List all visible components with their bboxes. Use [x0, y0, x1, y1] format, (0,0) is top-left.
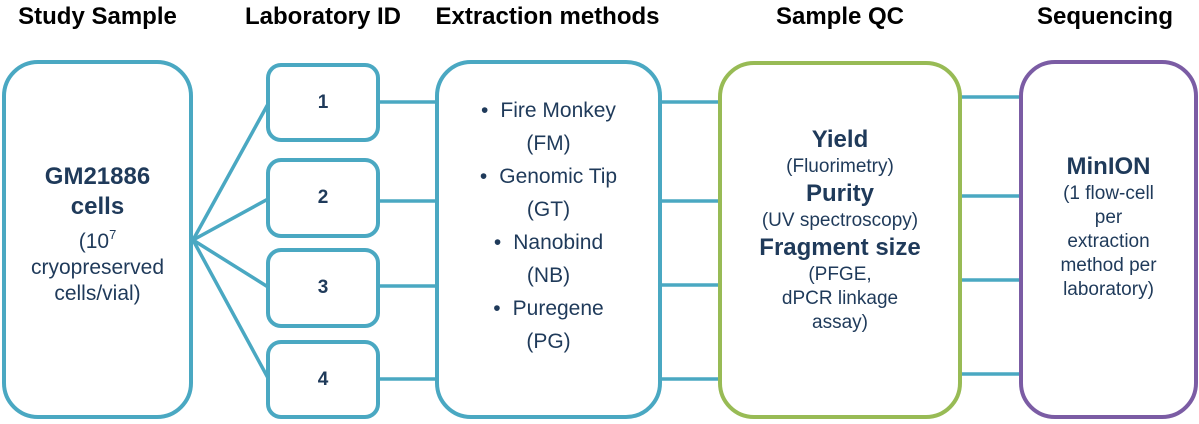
qc-method-fragment-line2: dPCR linkage [781, 288, 899, 309]
extraction-methods-box: •Fire Monkey (FM) •Genomic Tip (GT) •Nan… [435, 60, 662, 419]
qc-method-fragment-line1: (PFGE, [808, 264, 872, 285]
sequencing-platform: MinION [1066, 153, 1151, 180]
laboratory-box-1: 1 [266, 63, 380, 142]
study-sample-name: GM21886 [44, 163, 151, 190]
fan-line-2 [191, 197, 270, 242]
extraction-method-abbr: (FM) [526, 131, 571, 155]
qc-method-yield: (Fluorimetry) [786, 156, 894, 177]
header-laboratory-id: Laboratory ID [244, 3, 402, 30]
sequencing-detail-line2: per [1094, 207, 1123, 228]
extraction-method-abbr: (PG) [526, 329, 571, 353]
extraction-methods-list: •Fire Monkey (FM) •Genomic Tip (GT) •Nan… [480, 94, 617, 358]
qc-method-purity: (UV spectroscopy) [761, 210, 919, 231]
laboratory-box-3: 3 [266, 248, 380, 328]
bullet-icon: • [479, 164, 488, 188]
laboratory-box-2: 2 [266, 158, 380, 238]
extraction-method-abbr: (GT) [526, 197, 571, 221]
sequencing-box: MinION (1 flow-cell per extraction metho… [1019, 60, 1198, 419]
sample-qc-box: Yield (Fluorimetry) Purity (UV spectrosc… [718, 61, 962, 419]
qc-metric-fragment-size: Fragment size [759, 234, 921, 261]
study-sample-desc-line3: cells/vial) [54, 282, 141, 305]
header-study-sample: Study Sample [18, 3, 177, 30]
bullet-icon: • [493, 230, 502, 254]
extraction-method-item: •Fire Monkey [480, 94, 617, 127]
extraction-method-item: •Genomic Tip [480, 160, 617, 193]
fan-line-4 [191, 238, 270, 380]
bullet-icon: • [493, 296, 501, 320]
header-sample-qc: Sample QC [775, 3, 905, 30]
sequencing-detail-line4: method per [1060, 255, 1157, 276]
study-sample-desc-line2: cryopreserved [30, 256, 165, 279]
laboratory-box-4: 4 [266, 340, 380, 419]
extraction-method-item: •Puregene [480, 292, 617, 325]
extraction-method-item: •Nanobind [480, 226, 617, 259]
fan-line-3 [191, 238, 270, 289]
fan-line-1 [191, 102, 270, 242]
header-extraction-methods: Extraction methods [435, 3, 660, 30]
bullet-icon: • [481, 98, 489, 122]
qc-method-fragment-line3: assay) [812, 312, 868, 333]
sequencing-detail-line5: laboratory) [1063, 279, 1154, 300]
study-sample-quantity: (107 [78, 227, 117, 253]
extraction-method-abbr: (NB) [526, 263, 571, 287]
qc-metric-purity: Purity [805, 180, 874, 207]
study-sample-box: GM21886 cells (107 cryopreserved cells/v… [2, 60, 193, 419]
header-sequencing: Sequencing [1036, 3, 1174, 30]
sequencing-detail-line1: (1 flow-cell [1063, 183, 1154, 204]
study-sample-unit: cells [70, 193, 125, 220]
qc-metric-yield: Yield [811, 126, 869, 153]
sequencing-detail-line3: extraction [1067, 231, 1150, 252]
